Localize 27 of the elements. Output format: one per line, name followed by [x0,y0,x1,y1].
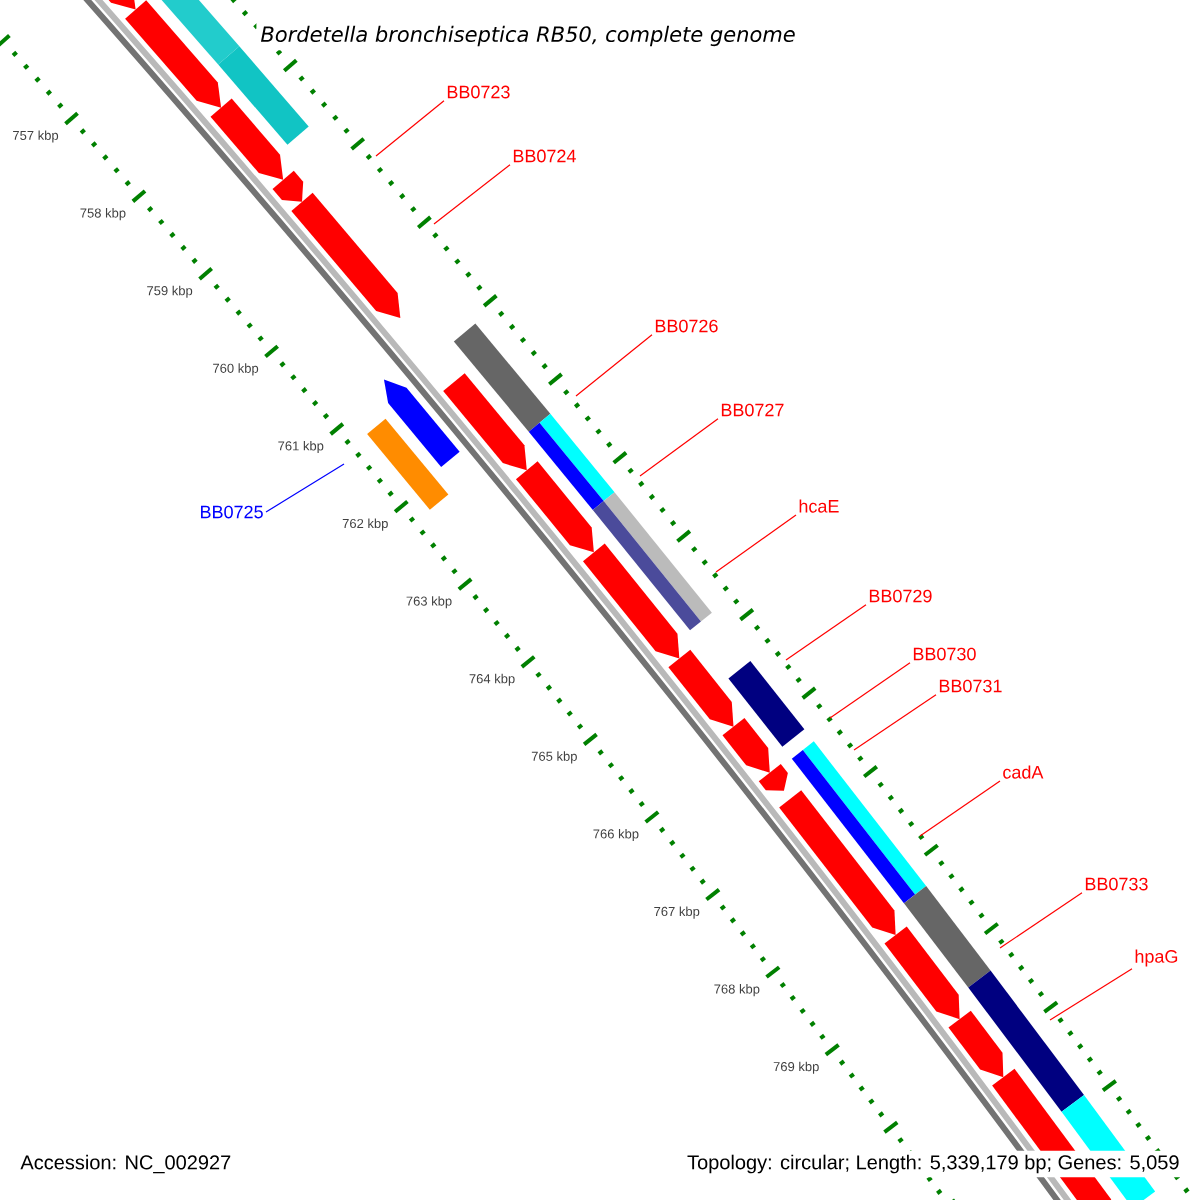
leader-line [829,662,911,719]
gene-label: BB0725 [201,505,263,519]
leader-line [1049,968,1133,1021]
gene-label: cadA [1003,765,1044,779]
leader-line [639,418,719,477]
gene-label: BB0727 [721,403,784,417]
leader-line [575,334,653,397]
leader-line [999,892,1083,949]
leader-line [433,164,511,225]
leader-line [785,604,867,661]
gene-label: BB0731 [939,679,1002,693]
accession-text: Accession: NC_002927 [16,1150,236,1178]
title: Bordetella bronchiseptica RB50, complete genome [256,21,800,51]
genome-summary-text: Topology: circular; Length: 5,339,179 bp; Genes: 5,059 [683,1150,1184,1178]
leader-line [919,780,1001,837]
gene-label: BB0729 [869,589,932,603]
gene-label: BB0723 [447,85,510,99]
gene-label: hpaG [1135,949,1178,967]
gene-label: BB0724 [513,149,576,163]
leader-line [715,514,797,573]
gene-label: BB0733 [1085,877,1148,891]
leader-line [265,463,345,513]
leader-line [375,100,445,157]
leader-line [853,694,937,751]
gene-label: hcaE [799,499,839,513]
gene-label: BB0726 [655,319,718,333]
gene-label: BB0730 [913,647,976,661]
